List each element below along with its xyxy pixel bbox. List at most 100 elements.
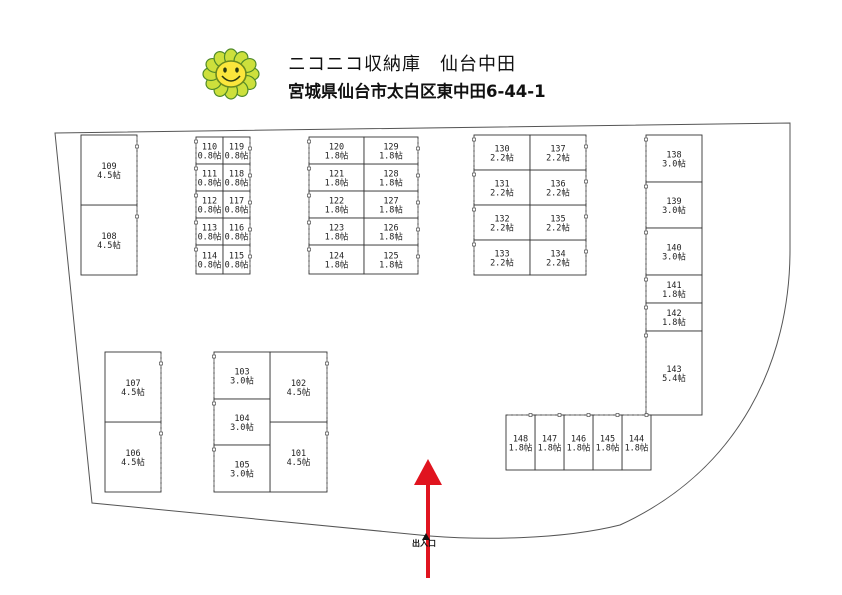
smile: [221, 75, 241, 82]
unit-hinge: [644, 184, 648, 189]
unit-size: 1.8帖: [538, 443, 562, 454]
unit-hinge: [325, 431, 329, 436]
unit-outline: [195, 163, 224, 192]
unit-hinge: [472, 137, 476, 142]
unit-hinge: [307, 247, 311, 252]
unit-size: 2.2帖: [546, 258, 570, 269]
unit-hinge: [194, 193, 198, 198]
unit-number: 133: [494, 250, 509, 260]
unit-number: 114: [202, 252, 217, 262]
unit-size: 1.8帖: [625, 443, 649, 454]
unit-number: 141: [666, 281, 681, 291]
unit-number: 148: [513, 435, 528, 445]
unit-hinge: [644, 305, 648, 310]
unit-size: 0.8帖: [198, 205, 222, 216]
unit-number: 115: [229, 252, 244, 262]
unit-number: 117: [229, 197, 244, 207]
unit-outline: [473, 239, 531, 276]
unit-number: 145: [600, 435, 615, 445]
unit-size: 1.8帖: [662, 289, 686, 300]
unit-size: 1.8帖: [509, 443, 533, 454]
unit-number: 144: [629, 435, 644, 445]
facility-address: 宮城県仙台市太白区東中田6-44-1: [288, 82, 546, 101]
unit-size: 0.8帖: [225, 232, 249, 243]
unit-number: 118: [229, 170, 244, 180]
unit-size: 2.2帖: [546, 153, 570, 164]
unit-number: 125: [383, 252, 398, 262]
unit-number: 103: [234, 368, 249, 378]
unit-outline: [363, 136, 419, 165]
unit-number: 129: [383, 143, 398, 153]
unit-size: 1.8帖: [596, 443, 620, 454]
unit-size: 4.5帖: [97, 170, 121, 181]
unit-outline: [473, 204, 531, 241]
entrance-label: 出入口: [412, 538, 436, 548]
unit-hinge: [644, 230, 648, 235]
unit-hinge: [307, 166, 311, 171]
unit-number: 146: [571, 435, 586, 445]
unit-hinge: [159, 361, 163, 366]
unit-size: 3.0帖: [662, 252, 686, 263]
unit-hinge: [584, 214, 588, 219]
unit-outline: [269, 351, 328, 423]
unit-size: 2.2帖: [490, 153, 514, 164]
unit-number: 112: [202, 197, 217, 207]
right-eye: [235, 67, 239, 73]
unit-number: 127: [383, 197, 398, 207]
header: ニコニコ収納庫 仙台中田 宮城県仙台市太白区東中田6-44-1: [196, 44, 616, 104]
facility-title: ニコニコ収納庫 仙台中田: [288, 54, 516, 75]
unit-hinge: [248, 227, 252, 232]
unit-number: 138: [666, 151, 681, 161]
unit-size: 4.5帖: [287, 387, 311, 398]
